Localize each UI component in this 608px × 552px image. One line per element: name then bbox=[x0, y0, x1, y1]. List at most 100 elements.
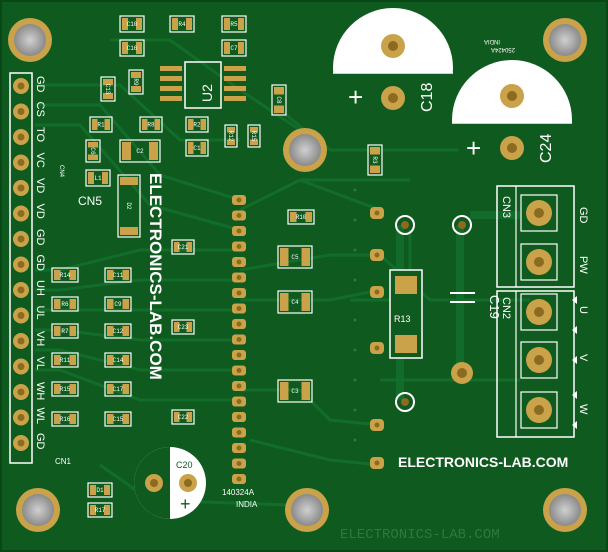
capacitor-c18: + C18 bbox=[333, 8, 453, 133]
component-label: C12 bbox=[113, 328, 124, 335]
component-label: C8 bbox=[275, 96, 282, 104]
socket-pin bbox=[232, 288, 246, 298]
cn1-pins bbox=[13, 78, 29, 451]
component-label: C15 bbox=[113, 416, 124, 423]
component-r1: R1 bbox=[89, 116, 113, 133]
component-c8: C8 bbox=[271, 84, 287, 116]
socket-pin bbox=[232, 350, 246, 360]
via-pad bbox=[370, 207, 384, 219]
socket-pin bbox=[232, 241, 246, 252]
cn1-pin-label: GD bbox=[34, 76, 46, 93]
cn1-pin bbox=[13, 78, 29, 94]
cn1-pin-label: VD bbox=[34, 178, 46, 193]
pin-marker bbox=[572, 391, 577, 399]
capacitor-c20: C20 + bbox=[134, 447, 206, 519]
component-label: R8 bbox=[147, 122, 155, 129]
via-pad bbox=[370, 249, 384, 261]
component-label: R12 bbox=[227, 131, 234, 142]
brand-bottom: ELECTRONICS-LAB.COM bbox=[398, 454, 568, 470]
cn1-pin bbox=[13, 435, 29, 451]
component-label: R6 bbox=[61, 301, 69, 308]
component-label: C22 bbox=[178, 414, 189, 421]
component-label: C11 bbox=[113, 272, 124, 279]
socket-pin bbox=[232, 334, 246, 345]
terminal-pin-label: U bbox=[577, 306, 589, 314]
component-label: R11 bbox=[60, 357, 71, 364]
component-label: D1 bbox=[96, 487, 104, 494]
socket-pin bbox=[232, 458, 246, 469]
component-r9: R9 bbox=[128, 69, 144, 95]
component-label: R16 bbox=[60, 416, 71, 423]
component-label: C13 bbox=[104, 84, 111, 95]
r13-label: R13 bbox=[394, 314, 411, 324]
socket-pin bbox=[232, 427, 246, 438]
component-label: C3 bbox=[291, 388, 299, 395]
via-pads bbox=[353, 188, 384, 469]
brand-faint: ELECTRONICS-LAB.COM bbox=[340, 527, 500, 543]
capacitor-c19: C19 bbox=[450, 215, 502, 384]
component-c13: C13 bbox=[100, 76, 116, 102]
screw-terminal bbox=[520, 391, 558, 429]
component-c10: C10 bbox=[119, 15, 145, 33]
cn1-pin bbox=[13, 282, 29, 298]
c18-plus: + bbox=[348, 82, 363, 112]
socket-pin bbox=[232, 474, 246, 484]
component-label: R4 bbox=[178, 21, 186, 28]
terminal-pin-label: PW bbox=[577, 256, 589, 274]
terminal-pin-label: GD bbox=[577, 207, 589, 224]
terminal-block bbox=[496, 185, 575, 438]
component-label: D2 bbox=[125, 202, 132, 210]
component-label: C4 bbox=[291, 299, 299, 306]
cn1-pin-label: GD bbox=[34, 433, 46, 450]
c19-label: C19 bbox=[487, 295, 502, 319]
component-label: C21 bbox=[178, 244, 189, 251]
pin-marker bbox=[572, 421, 577, 429]
cn1-pin-label: TO bbox=[34, 127, 46, 143]
component-c15: C15 bbox=[104, 411, 132, 427]
component-c17: C17 bbox=[104, 381, 132, 397]
country-left: INDIA bbox=[236, 500, 258, 509]
via bbox=[353, 318, 357, 322]
component-label: R10 bbox=[296, 214, 307, 221]
component-r2: R2 bbox=[185, 116, 209, 133]
component-c16: C16 bbox=[119, 39, 145, 57]
component-r15: R15 bbox=[247, 124, 261, 148]
component-label: R9 bbox=[132, 78, 139, 86]
component-label: C16 bbox=[127, 45, 138, 52]
via bbox=[353, 438, 357, 442]
socket-pin bbox=[232, 443, 246, 453]
brand-vertical: ELECTRONICS-LAB.COM bbox=[146, 173, 165, 380]
cn1-pin-label: UL bbox=[34, 306, 46, 320]
component-d2: D2 bbox=[117, 174, 141, 238]
cn1-pin bbox=[13, 358, 29, 375]
component-label: R2 bbox=[193, 122, 201, 129]
mounting-holes bbox=[8, 18, 587, 532]
component-label: C2 bbox=[136, 148, 144, 155]
component-r6: R6 bbox=[51, 296, 79, 312]
cn1-pin bbox=[13, 384, 29, 400]
socket-pin bbox=[232, 319, 246, 329]
component-label: C1 bbox=[193, 145, 201, 152]
via bbox=[353, 218, 357, 222]
component-label: C17 bbox=[113, 386, 124, 393]
cn1-header bbox=[9, 72, 33, 464]
c20-plus: + bbox=[180, 494, 191, 514]
component-label: R7 bbox=[61, 328, 69, 335]
via-pad bbox=[370, 342, 384, 354]
cn1-pin bbox=[13, 256, 29, 273]
cn1-pin bbox=[13, 205, 29, 222]
cn1-pin-label: VL bbox=[34, 357, 46, 370]
component-c5: C5 bbox=[277, 245, 313, 269]
via bbox=[353, 348, 357, 352]
component-c2: C2 bbox=[119, 139, 161, 163]
cn1-pin-label: VD bbox=[34, 204, 46, 219]
component-l1: L1 bbox=[85, 169, 111, 187]
via bbox=[353, 278, 357, 282]
ic-socket-pins bbox=[232, 195, 246, 484]
via-pad bbox=[370, 286, 384, 298]
